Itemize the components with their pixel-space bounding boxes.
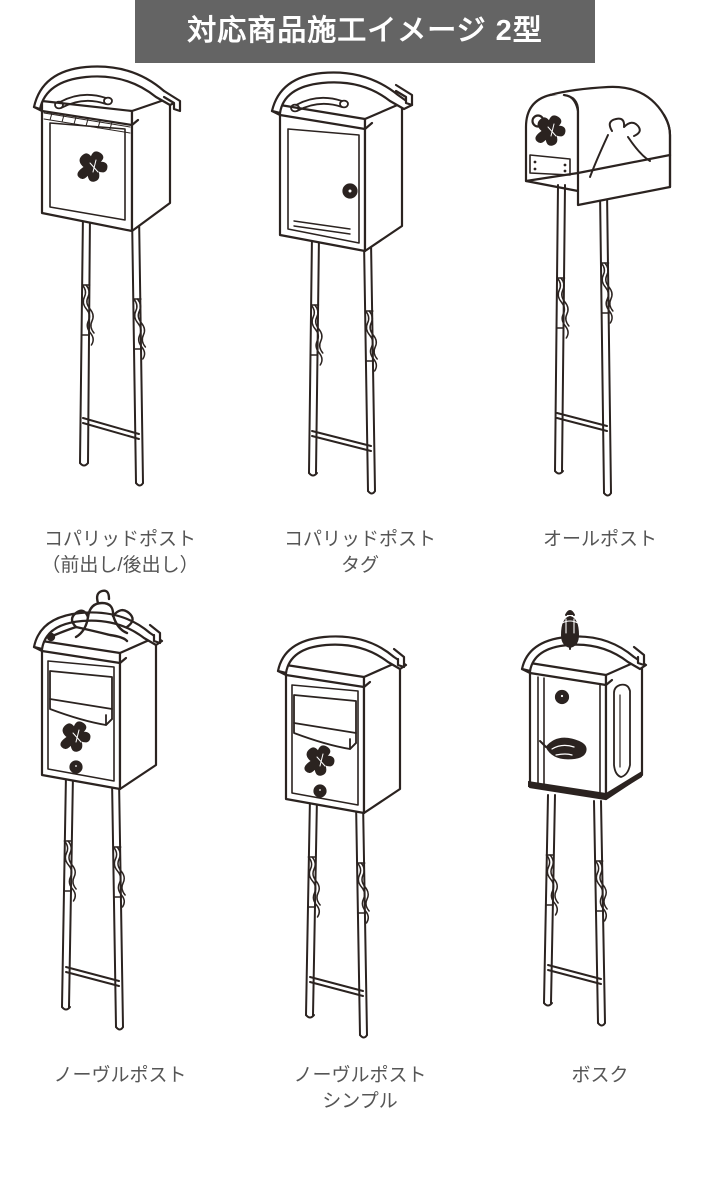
vent-band <box>43 112 131 134</box>
page-title: 対応商品施工イメージ 2型 <box>187 15 543 47</box>
stand-legs <box>308 234 378 495</box>
flower-ornament <box>60 721 91 752</box>
product-row-2: ノーヴルポスト <box>0 579 720 1115</box>
product-cell-kopalid-post-tag: コパリッドポスト タグ <box>240 63 480 579</box>
product-grid: コパリッドポスト （前出し/後出し） <box>0 63 720 1115</box>
product-caption: コパリッドポスト （前出し/後出し） <box>41 529 199 576</box>
product-caption: ノーヴルポスト <box>53 1065 187 1086</box>
stand-legs <box>61 773 126 1031</box>
mail-slot-flap <box>293 694 357 750</box>
mailbox-body <box>32 65 182 233</box>
flag-scroll <box>589 117 651 178</box>
stand-legs <box>305 796 370 1039</box>
lock-knob <box>69 760 83 774</box>
leaf-ornament <box>539 737 587 760</box>
product-illustration-kopalid-post <box>0 63 240 523</box>
side-slot <box>613 683 631 778</box>
handle <box>54 93 113 110</box>
product-illustration-noveru-post <box>0 579 240 1059</box>
product-cell-all-post: オールポスト <box>480 63 720 579</box>
flower-ornament <box>304 745 335 776</box>
round-lock <box>342 183 358 199</box>
header-banner: 対応商品施工イメージ 2型 <box>135 0 595 63</box>
stand-legs <box>543 794 608 1027</box>
stand-legs <box>79 212 147 487</box>
mailbox-body <box>520 610 648 801</box>
stand-legs <box>554 184 614 497</box>
mailbox-body <box>270 71 414 253</box>
product-caption: オールポスト <box>542 529 657 550</box>
mailbox-body <box>276 635 408 815</box>
finial-ornament <box>561 610 579 650</box>
product-row-1: コパリッドポスト （前出し/後出し） <box>0 63 720 579</box>
lock-knob <box>313 784 327 798</box>
product-cell-noveru-post-simple: ノーヴルポスト シンプル <box>240 579 480 1115</box>
scroll-crown <box>46 589 134 643</box>
product-caption: コパリッドポスト タグ <box>283 529 436 576</box>
product-caption: ボスク <box>571 1065 629 1086</box>
mail-slot-flap <box>49 670 113 726</box>
product-cell-noveru-post: ノーヴルポスト <box>0 579 240 1115</box>
nameplate <box>529 154 571 176</box>
product-cell-bosque: ボスク <box>480 579 720 1115</box>
mailbox-body <box>524 85 672 207</box>
handle <box>290 96 349 113</box>
lock-knob <box>554 689 570 705</box>
product-illustration-bosque <box>480 579 720 1059</box>
product-illustration-kopalid-post-tag <box>240 63 480 523</box>
product-illustration-all-post <box>480 63 720 523</box>
flower-ornament <box>77 151 108 182</box>
product-cell-kopalid-post: コパリッドポスト （前出し/後出し） <box>0 63 240 579</box>
product-illustration-noveru-post-simple <box>240 579 480 1059</box>
product-caption: ノーヴルポスト シンプル <box>293 1065 427 1112</box>
mailbox-body <box>32 589 164 791</box>
flower-ornament <box>535 115 566 146</box>
